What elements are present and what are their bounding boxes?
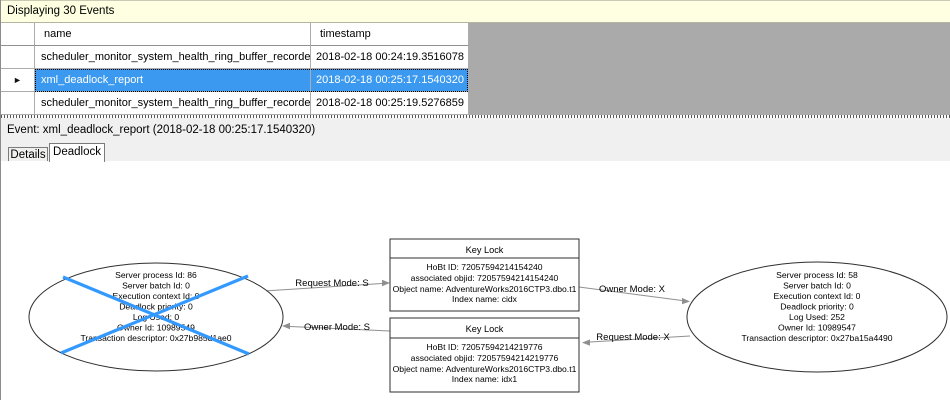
cell-name[interactable]: xml_deadlock_report (35, 69, 311, 92)
node-text: Deadlock priority: 0 (119, 302, 193, 312)
node-text: Log Used: 252 (789, 312, 845, 322)
node-text: Owner Id: 10989547 (778, 323, 856, 333)
event-summary-text: Event: xml_deadlock_report (2018-02-18 0… (7, 124, 316, 136)
node-text: HoBt ID: 72057594214219776 (426, 342, 542, 352)
node-text: Object name: AdventureWorks2016CTP3.dbo.… (393, 364, 577, 374)
edge-label: Owner Mode: X (599, 284, 666, 295)
row-selector-cell[interactable] (1, 92, 35, 115)
arrowhead-right-icon (382, 279, 390, 287)
node-text: Object name: AdventureWorks2016CTP3.dbo.… (393, 284, 577, 294)
cell-timestamp[interactable]: 2018-02-18 00:25:19.5276859 (311, 92, 469, 115)
arrowhead-left-icon (282, 322, 290, 330)
event-summary-bar: Event: xml_deadlock_report (2018-02-18 0… (1, 118, 950, 143)
events-grid: name timestamp scheduler_monitor_system_… (1, 23, 950, 115)
node-text: Execution context Id: 0 (113, 291, 200, 301)
node-text: Transaction descriptor: 0x27ba15a4490 (741, 333, 892, 343)
edge-request-x-line (589, 335, 691, 343)
node-text: Index name: idx1 (452, 374, 518, 384)
events-count-text: Displaying 30 Events (7, 5, 115, 17)
table-row[interactable]: scheduler_monitor_system_health_ring_buf… (1, 46, 950, 69)
tab-deadlock[interactable]: Deadlock (49, 143, 105, 162)
edge-label: Request Mode: S (295, 278, 368, 289)
arrowhead-left-icon (582, 339, 590, 346)
events-count-bar: Displaying 30 Events (1, 0, 950, 23)
edge-owner-s-line (289, 326, 391, 332)
node-text: Deadlock priority: 0 (780, 302, 854, 312)
cell-name[interactable]: scheduler_monitor_system_health_ring_buf… (35, 92, 311, 115)
node-text: Server process Id: 58 (776, 270, 858, 280)
edge-label: Owner Mode: S (304, 322, 370, 333)
resource-node-keylock-1[interactable] (389, 238, 580, 312)
row-selector-cell[interactable]: ► (1, 69, 35, 92)
deadlock-graph: Server process Id: 86 Server batch Id: 0… (28, 238, 948, 393)
cell-timestamp[interactable]: 2018-02-18 00:25:17.1540320 (311, 69, 469, 92)
resource-title: Key Lock (466, 324, 504, 334)
tab-strip: Details Deadlock (1, 143, 950, 162)
edge-owner-x-line (578, 286, 683, 301)
cell-timestamp[interactable]: 2018-02-18 00:24:19.3516078 (311, 46, 469, 69)
row-selector-header (1, 23, 35, 46)
table-row[interactable]: scheduler_monitor_system_health_ring_buf… (1, 92, 950, 115)
node-text: Server batch Id: 0 (122, 281, 190, 291)
grid-splitter[interactable] (1, 115, 950, 118)
node-text: Server batch Id: 0 (783, 281, 851, 291)
node-text: Transaction descriptor: 0x27b985d1ae0 (80, 333, 231, 343)
table-row-selected[interactable]: ► xml_deadlock_report 2018-02-18 00:25:1… (1, 69, 950, 92)
resource-node-keylock-2[interactable] (389, 317, 580, 393)
arrowhead-right-icon (682, 297, 690, 305)
process-node-survivor[interactable] (686, 261, 948, 373)
node-text: Index name: cidx (452, 294, 518, 304)
grid-header-row: name timestamp (1, 23, 950, 46)
node-text: associated objid: 72057594214154240 (411, 273, 559, 283)
node-text: associated objid: 72057594214219776 (411, 353, 559, 363)
current-row-icon: ► (13, 75, 22, 85)
victim-cross-icon (60, 274, 249, 355)
edge-request-s-line (263, 283, 383, 292)
node-text: Server process Id: 86 (115, 270, 197, 280)
cell-name[interactable]: scheduler_monitor_system_health_ring_buf… (35, 46, 311, 69)
deadlock-tab-page: Server process Id: 86 Server batch Id: 0… (1, 161, 950, 400)
edge-label: Request Mode: X (596, 332, 670, 343)
node-text: Execution context Id: 0 (774, 291, 861, 301)
node-text: HoBt ID: 72057594214154240 (426, 262, 542, 272)
row-selector-cell[interactable] (1, 46, 35, 69)
tab-details[interactable]: Details (8, 147, 48, 161)
column-header-name[interactable]: name (35, 23, 311, 46)
node-text: Owner Id: 10989549 (117, 323, 195, 333)
resource-title: Key Lock (466, 245, 504, 255)
column-header-timestamp[interactable]: timestamp (311, 23, 469, 46)
